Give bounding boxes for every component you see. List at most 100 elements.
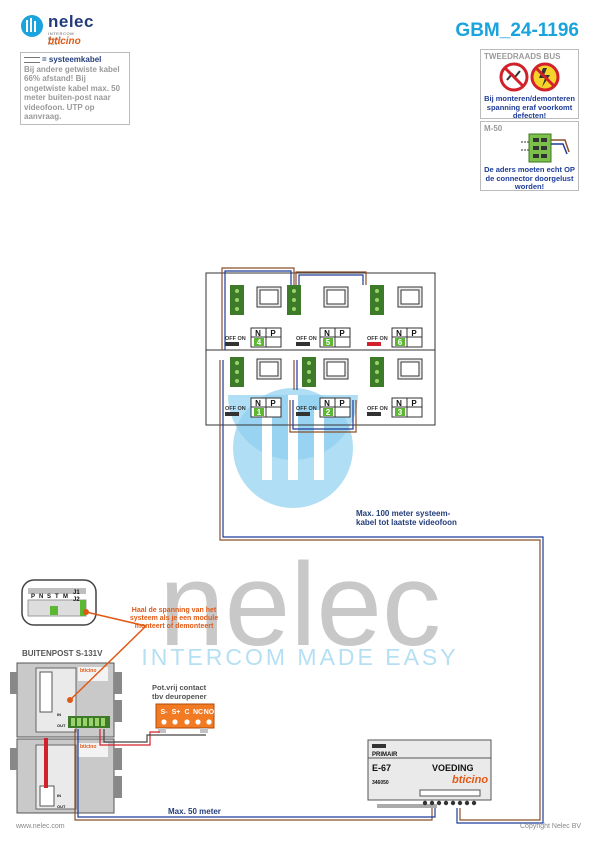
monitor-p-label: P [411, 329, 417, 338]
max100-label: Max. 100 meter systeem- kabel tot laatst… [356, 509, 457, 527]
relay-label-line: tbv deuropener [152, 692, 207, 701]
monitor-p-label: P [270, 399, 276, 408]
m50-text: De aders moeten echt OP de connector doo… [484, 165, 575, 191]
cable-legend: = systeemkabel [24, 55, 126, 65]
relay-terminal-label: NO [204, 709, 215, 716]
monitor-6-unit [367, 357, 423, 418]
monitor-number: 4 [257, 338, 262, 347]
module-brand: bticino [80, 668, 96, 674]
max100-line: kabel tot laatste videofoon [356, 518, 457, 527]
max100-line: Max. 100 meter systeem- [356, 509, 451, 518]
monitor-p-label: P [339, 399, 345, 408]
bus-warning-box: TWEEDRAADS BUS Bij monteren/demonteren s… [480, 49, 579, 120]
monitor-switch-label: OFF ON [367, 406, 388, 412]
monitor-switch-label: OFF ON [367, 336, 388, 342]
arrow-dot [67, 697, 73, 703]
psu-model: E-67 [372, 763, 391, 773]
psu-primair-label: PRIMAIR [372, 752, 398, 758]
arrow-dot [83, 609, 89, 615]
monitor-grid-frame [205, 272, 436, 426]
monitor-2-unit [287, 285, 351, 348]
bus-warning-text: Bij monteren/demonteren spanning eraf vo… [484, 94, 575, 120]
no-power-icon [499, 62, 560, 92]
monitor-switch-label: OFF ON [296, 406, 317, 412]
monitor-n-label: N [255, 399, 261, 408]
dip-label: M [63, 594, 68, 600]
spanning-warning: Haal de spanning van het systeem als je … [118, 607, 230, 631]
max50-label: Max. 50 meter [168, 807, 221, 816]
monitor-n-label: N [396, 399, 402, 408]
monitor-5-unit [296, 357, 351, 418]
outdoor-station-label: BUITENPOST S-131V [22, 649, 103, 658]
outdoor-station [10, 662, 122, 814]
power-supply [367, 739, 492, 808]
monitor-p-label: P [270, 329, 276, 338]
dip-label: N [39, 594, 43, 600]
monitor-4-unit [225, 357, 282, 418]
spanning-line: systeem als je een module [129, 615, 219, 622]
dip-label: J1 [73, 590, 80, 596]
monitor-n-label: N [324, 399, 330, 408]
monitor-n-label: N [324, 329, 330, 338]
monitor-3-unit [367, 285, 423, 348]
module-out-label: OUT [57, 723, 66, 728]
monitor-number: 3 [398, 408, 403, 417]
nelec-logo-icon [21, 15, 43, 37]
psu-code: 346050 [372, 780, 389, 786]
module-brand: bticino [80, 744, 96, 750]
monitor-n-label: N [396, 329, 402, 338]
spanning-line: monteert of demonteert [134, 623, 214, 630]
footer-website: www.nelec.com [16, 823, 65, 830]
footer-copyright: Copyright Nelec BV [520, 823, 582, 830]
psu-title: VOEDING [432, 763, 474, 773]
dip-label: P [31, 594, 35, 600]
relay-terminal-label: NC [193, 709, 203, 716]
monitor-1-unit [225, 285, 282, 348]
arrow-to-dip [85, 611, 147, 627]
dip-label: S [47, 594, 51, 600]
arrow-to-module [69, 625, 147, 701]
relay-module [155, 703, 215, 733]
monitor-switch-label: OFF ON [296, 336, 317, 342]
module-in-label: IN [57, 712, 61, 717]
module-in-label: IN [57, 793, 61, 798]
monitor-number: 6 [398, 338, 403, 347]
module-out-label: OUT [57, 804, 66, 809]
brand-sub-logo: bticino [48, 36, 81, 47]
connection-wiring [74, 729, 544, 824]
monitor-number: 1 [257, 408, 262, 417]
bus-warning-title: TWEEDRAADS BUS [484, 52, 561, 61]
dip-switch-panel [21, 579, 97, 626]
cable-note: = systeemkabel Bij andere getwiste kabel… [20, 52, 130, 125]
brand-tagline: INTERCOM MADE EASY [48, 31, 75, 46]
monitor-number: 2 [326, 408, 331, 417]
m50-title: M-50 [484, 124, 503, 133]
monitor-n-label: N [255, 329, 261, 338]
psu-brand: bticino [452, 774, 488, 786]
monitor-number: 5 [326, 338, 331, 347]
watermark-tagline: INTERCOM MADE EASY [141, 644, 458, 670]
dip-label: J2 [73, 597, 80, 603]
bus-wiring [219, 267, 544, 800]
monitor-p-label: P [339, 329, 345, 338]
monitor-switch-label: OFF ON [225, 336, 246, 342]
cable-label: = systeemkabel [42, 55, 102, 64]
monitor-switch-label: OFF ON [225, 406, 246, 412]
m50-box: M-50 De aders moeten echt OP de connecto… [480, 121, 579, 191]
cable-note-text: Bij andere getwiste kabel 66% afstand! B… [24, 64, 121, 122]
document-id: GBM_24-1196 [455, 20, 579, 41]
relay-label: Pot.vrij contact tbv deuropener [152, 683, 207, 701]
cable-line-icon [24, 56, 40, 63]
dip-label: T [55, 594, 59, 600]
connector-icon [521, 133, 570, 163]
spanning-line: Haal de spanning van het [131, 607, 217, 614]
relay-terminal-label: S- [161, 709, 169, 716]
relay-terminal-label: C [184, 709, 189, 716]
relay-label-line: Pot.vrij contact [152, 683, 207, 692]
watermark-word: nelec [159, 539, 441, 671]
relay-terminal-label: S+ [172, 709, 181, 716]
brand-name: nelec [48, 12, 94, 31]
monitor-p-label: P [411, 399, 417, 408]
